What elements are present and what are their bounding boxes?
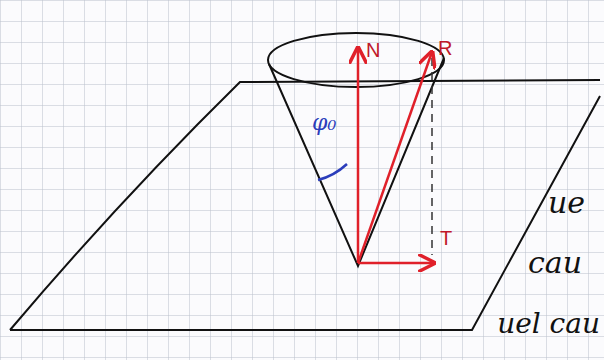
angle-label: φ₀ <box>312 112 336 134</box>
angle-arc <box>318 164 347 180</box>
force-label: R <box>438 38 452 58</box>
reaction-vector <box>358 52 432 263</box>
handwritten-note: cau <box>528 248 582 278</box>
plane <box>10 80 600 330</box>
handwritten-note: ue <box>548 188 585 218</box>
cone-rim <box>268 33 444 87</box>
handwritten-note: uel cau <box>497 310 600 338</box>
force-label: N <box>366 40 380 60</box>
force-label: T <box>440 228 452 248</box>
projection-line <box>431 58 433 255</box>
normal-vector <box>357 48 360 263</box>
tangent-vector <box>358 262 434 265</box>
